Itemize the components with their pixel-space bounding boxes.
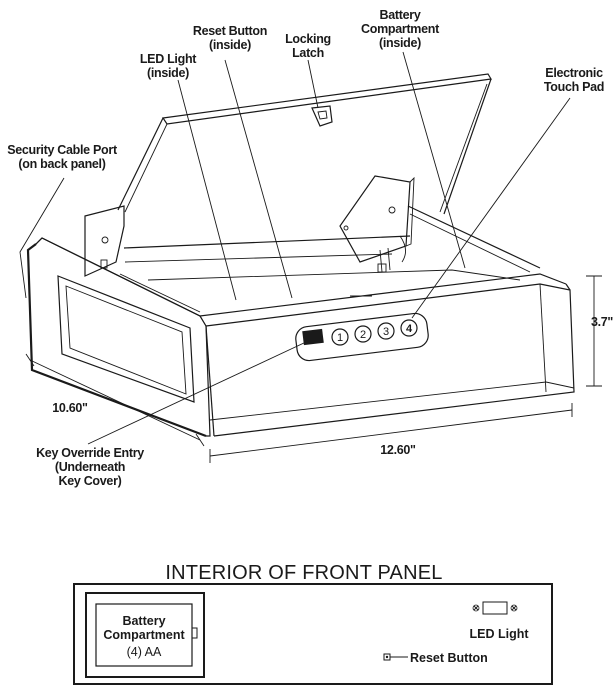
interior-floor	[147, 269, 521, 281]
keypad-frame	[295, 312, 429, 362]
keypad-button-2-label: 2	[360, 329, 366, 341]
front-panel-right-bevel	[539, 283, 547, 393]
width-dim-ticks	[209, 403, 573, 463]
dim-depth: 10.60"	[52, 401, 88, 415]
locking-latch-part	[311, 105, 333, 127]
label-key-override-3: Key Cover)	[59, 474, 122, 488]
keypad-button-3[interactable]	[377, 322, 395, 340]
lid-inner-left	[124, 123, 168, 213]
reset-button-dot	[385, 655, 389, 659]
dim-height: 3.7"	[591, 315, 613, 329]
label-battery-3: (inside)	[379, 36, 421, 50]
battery-spec: (4) AA	[127, 645, 162, 659]
led-screw-left	[472, 604, 480, 612]
battery-label-1: Battery	[122, 614, 165, 628]
dimension-lines: 10.60" 12.60" 3.7"	[25, 275, 614, 463]
led-screw-left-x	[473, 605, 479, 611]
safe-illustration: 1 2 3 4	[26, 73, 575, 438]
label-reset-button-2: (inside)	[209, 38, 251, 52]
label-cable-port-2: (on back panel)	[18, 157, 105, 171]
keypad-button-1[interactable]	[331, 328, 349, 346]
label-battery-2: Compartment	[361, 22, 440, 36]
interior-title: INTERIOR OF FRONT PANEL	[165, 562, 442, 584]
left-side-edge	[35, 237, 211, 437]
label-cable-port-1: Security Cable Port	[7, 143, 118, 157]
wire-loop	[399, 235, 406, 263]
right-hinge	[339, 175, 411, 263]
label-latch-1: Locking	[285, 32, 331, 46]
front-panel	[205, 283, 575, 437]
leader-latch	[307, 59, 319, 109]
led-light-part	[482, 601, 508, 615]
hinge-wires	[379, 247, 391, 273]
leader-battery	[402, 51, 466, 269]
battery-label-2: Compartment	[103, 628, 185, 642]
left-window-outer	[57, 275, 195, 403]
right-corner	[565, 283, 571, 291]
label-led-2: (inside)	[147, 66, 189, 80]
label-key-override-2: (Underneath	[55, 460, 125, 474]
interior-panel-section: INTERIOR OF FRONT PANEL Battery Compartm…	[73, 562, 553, 685]
dim-width: 12.60"	[380, 443, 416, 457]
interior-left-floor	[119, 273, 201, 313]
label-battery-1: Battery	[380, 8, 421, 22]
leader-led	[177, 79, 237, 301]
keypad-button-1-label: 1	[337, 332, 343, 344]
front-panel-left	[205, 325, 215, 437]
right-hinge-hole	[388, 206, 396, 214]
right-back-rim	[407, 205, 541, 269]
right-back-rim-inner	[409, 213, 531, 273]
label-key-override-1: Key Override Entry	[36, 446, 144, 460]
right-hinge-screw	[343, 225, 349, 231]
battery-compartment-box	[85, 592, 205, 678]
front-bottom-bevel	[209, 381, 575, 421]
touch-keypad: 1 2 3 4	[295, 312, 429, 362]
height-dim-ticks	[586, 275, 602, 387]
callout-labels: Reset Button (inside) Locking Latch Batt…	[7, 8, 604, 488]
leader-lines	[19, 51, 571, 445]
back-rim	[123, 235, 411, 249]
reset-label: Reset Button	[410, 651, 488, 665]
label-led-1: LED Light	[140, 52, 197, 66]
leader-key-override	[87, 341, 307, 445]
battery-latch	[191, 627, 198, 639]
left-hinge-hole	[101, 236, 109, 244]
led-screw-right	[510, 604, 518, 612]
lid-left-edge	[117, 117, 164, 211]
label-touchpad-2: Touch Pad	[544, 80, 604, 94]
lid-inner-right	[439, 83, 488, 213]
led-screw-right-x	[511, 605, 517, 611]
keypad-button-4[interactable]	[400, 319, 418, 337]
left-side-outer	[26, 243, 207, 438]
left-window-inner	[65, 285, 187, 395]
keypad-button-4-label: 4	[406, 323, 413, 335]
depth-dim-ticks	[25, 353, 205, 447]
leader-cable-port	[19, 177, 65, 299]
keypad-button-3-label: 3	[383, 326, 389, 338]
label-latch-2: Latch	[292, 46, 324, 60]
left-hinge	[84, 205, 125, 277]
label-reset-button-1: Reset Button	[193, 24, 267, 38]
leader-reset	[224, 59, 293, 299]
key-cover	[302, 328, 324, 346]
depth-dim-line	[29, 359, 201, 441]
keypad-button-2[interactable]	[354, 325, 372, 343]
width-dim-line	[209, 409, 573, 457]
label-touchpad-1: Electronic	[545, 66, 603, 80]
right-hinge-side	[405, 176, 415, 247]
leader-touchpad	[411, 97, 571, 319]
interior-panel-frame	[73, 583, 553, 685]
led-label: LED Light	[469, 627, 529, 641]
latch-slot	[317, 110, 328, 120]
lid-right-edge	[443, 78, 492, 215]
back-inner-wall	[124, 253, 393, 263]
